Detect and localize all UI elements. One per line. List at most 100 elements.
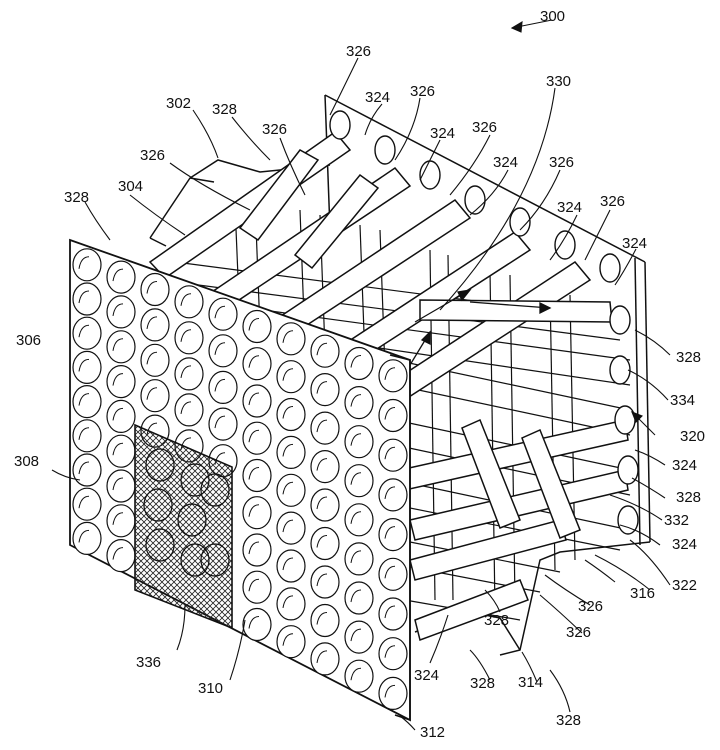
label-326: 326 bbox=[262, 121, 287, 138]
label-310: 310 bbox=[198, 680, 223, 697]
label-324: 324 bbox=[557, 199, 582, 216]
panel-hole-shading bbox=[214, 415, 226, 429]
panel-hole bbox=[72, 282, 102, 316]
label-336: 336 bbox=[136, 654, 161, 671]
panel-hole-shading bbox=[350, 589, 362, 603]
panel-hole bbox=[378, 359, 408, 393]
panel-hole-shading bbox=[112, 303, 124, 316]
panel-hole-shading bbox=[78, 495, 90, 509]
panel-hole bbox=[344, 581, 374, 615]
panel-hole-shading bbox=[282, 443, 294, 457]
panel-hole bbox=[106, 399, 136, 433]
panel-hole bbox=[174, 357, 204, 391]
label-326: 326 bbox=[578, 598, 603, 615]
hatched-hole bbox=[200, 543, 230, 577]
panel-hole bbox=[344, 346, 374, 381]
label-328: 328 bbox=[556, 712, 581, 729]
label-308: 308 bbox=[14, 453, 39, 470]
hatched-hole bbox=[180, 543, 210, 577]
hatched-hole bbox=[200, 473, 230, 507]
panel-hole-shading bbox=[146, 316, 158, 329]
panel-hole-shading bbox=[384, 486, 396, 499]
panel-hole-shading bbox=[78, 290, 90, 304]
panel-hole-shading bbox=[316, 650, 328, 663]
panel-hole-shading bbox=[316, 612, 328, 625]
hatched-holes bbox=[143, 448, 230, 577]
panel-hole-shading bbox=[78, 461, 90, 475]
hatched-hole bbox=[143, 488, 173, 522]
panel-hole-shading bbox=[248, 467, 260, 480]
label-326: 326 bbox=[346, 43, 371, 60]
hatched-hole bbox=[145, 528, 175, 562]
panel-hole-shading bbox=[112, 512, 124, 525]
panel-hole-shading bbox=[316, 342, 328, 356]
panel-hole-shading bbox=[248, 541, 260, 555]
panel-hole bbox=[208, 334, 238, 368]
panel-hole bbox=[106, 434, 136, 468]
panel-hole bbox=[106, 504, 136, 538]
panel-hole-shading bbox=[316, 458, 328, 471]
panel-hole bbox=[242, 421, 272, 455]
panel-hole bbox=[242, 309, 272, 344]
panel-hole-shading bbox=[282, 368, 294, 381]
panel-hole bbox=[106, 365, 136, 399]
panel-hole-shading bbox=[384, 605, 396, 619]
panel-hole bbox=[242, 607, 272, 642]
panel-hole-shading bbox=[282, 633, 294, 646]
panel-hole bbox=[242, 570, 272, 604]
panel-hole bbox=[140, 272, 170, 307]
panel-hole-shading bbox=[180, 329, 192, 342]
label-334: 334 bbox=[670, 392, 695, 409]
panel-hole bbox=[174, 285, 204, 319]
panel-hole bbox=[106, 538, 136, 573]
panel-hole-shading bbox=[282, 481, 294, 495]
panel-hole-shading bbox=[214, 378, 226, 392]
panel-hole bbox=[72, 453, 102, 487]
panel-hole-shading bbox=[316, 573, 328, 587]
hatched-hole bbox=[177, 503, 207, 537]
panel-hole-shading bbox=[112, 547, 124, 560]
label-326: 326 bbox=[600, 193, 625, 210]
panel-hole-shading bbox=[248, 504, 260, 517]
panel-hole bbox=[276, 511, 306, 545]
panel-hole bbox=[106, 330, 136, 364]
panel-hole bbox=[344, 659, 374, 693]
label-328: 328 bbox=[676, 489, 701, 506]
panel-hole bbox=[378, 557, 408, 591]
hatched-hole bbox=[180, 463, 210, 497]
panel-hole bbox=[140, 343, 170, 377]
label-326: 326 bbox=[566, 624, 591, 641]
label-326: 326 bbox=[410, 83, 435, 100]
label-328: 328 bbox=[484, 612, 509, 629]
panel-hole-shading bbox=[384, 446, 396, 460]
panel-hole-shading bbox=[248, 578, 260, 592]
label-302: 302 bbox=[166, 95, 191, 112]
panel-hole bbox=[344, 620, 374, 654]
tube-ends-top bbox=[329, 110, 639, 535]
label-332: 332 bbox=[664, 512, 689, 529]
panel-hole bbox=[72, 385, 102, 419]
panel-hole-shading bbox=[384, 645, 396, 658]
panel-hole bbox=[310, 411, 340, 445]
panel-hole-shading bbox=[78, 427, 90, 440]
panel-hole-shading bbox=[350, 511, 362, 524]
panel-hole bbox=[310, 488, 340, 522]
panel-hole bbox=[72, 521, 102, 556]
panel-hole bbox=[242, 496, 272, 530]
panel-hole-shading bbox=[316, 535, 328, 548]
panel-hole bbox=[174, 393, 204, 427]
label-324: 324 bbox=[672, 457, 697, 474]
label-300: 300 bbox=[540, 8, 565, 25]
panel-hole bbox=[106, 295, 136, 329]
flow-arrows bbox=[409, 289, 552, 366]
panel-hole bbox=[310, 565, 340, 599]
panel-hole bbox=[242, 458, 272, 493]
label-320: 320 bbox=[680, 428, 705, 445]
panel-hole-shading bbox=[384, 407, 396, 420]
hatched-hole bbox=[145, 448, 175, 482]
panel-hole-shading bbox=[316, 381, 328, 394]
panel-hole bbox=[276, 360, 306, 394]
panel-hole-shading bbox=[78, 324, 90, 338]
panel-hole-shading bbox=[146, 281, 158, 294]
